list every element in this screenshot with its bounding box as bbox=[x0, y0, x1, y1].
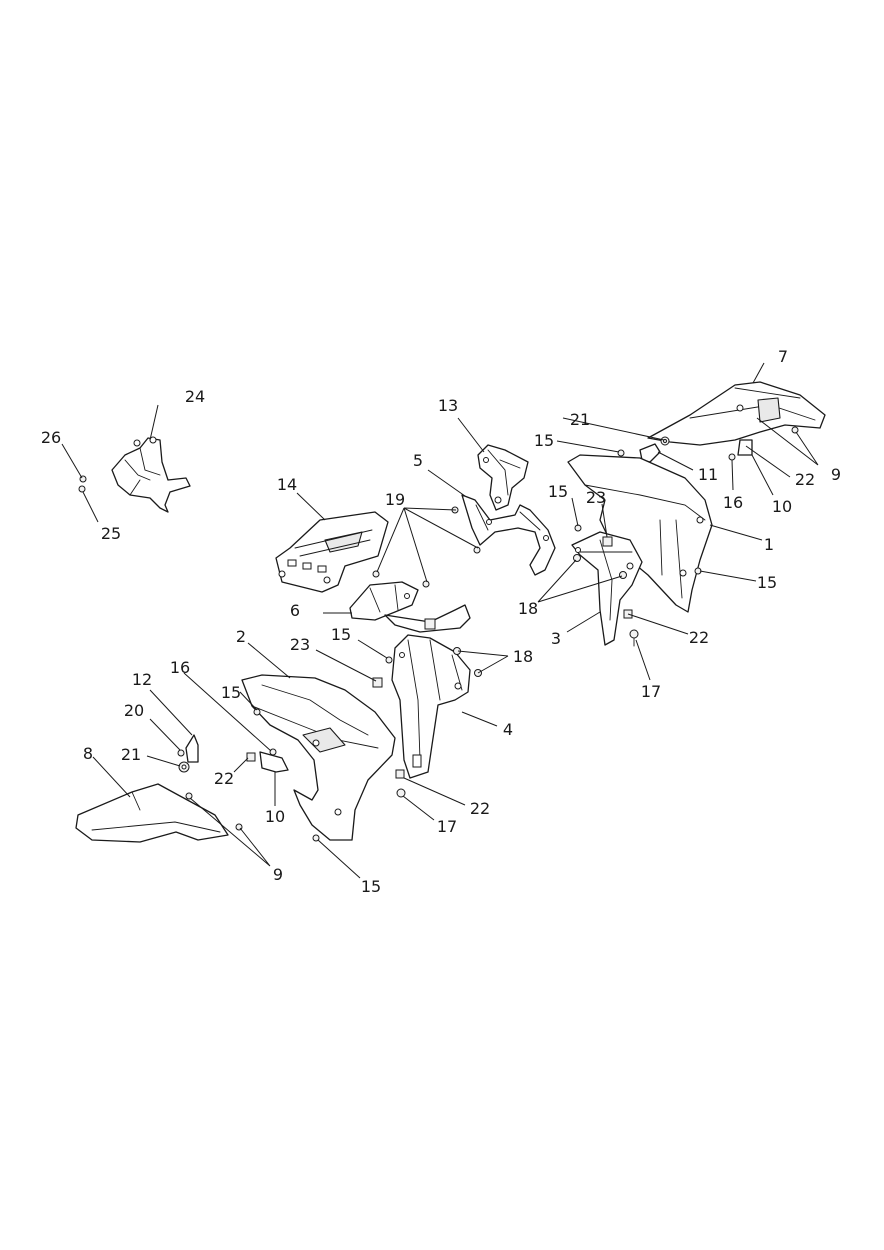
callout-22-right-bottom: 22 bbox=[689, 628, 709, 647]
part-4-duct bbox=[391, 634, 471, 779]
part-14-vent-panel bbox=[275, 511, 389, 593]
callout-25: 25 bbox=[101, 524, 121, 543]
callout-13: 13 bbox=[438, 396, 458, 415]
part-3-inner-panel bbox=[571, 531, 643, 646]
fastener-15-right-top bbox=[617, 449, 625, 457]
part-13-bracket bbox=[477, 444, 529, 511]
fastener-15-left-a bbox=[253, 708, 261, 716]
leader-lines bbox=[61, 362, 819, 879]
fastener-19-group bbox=[372, 506, 481, 588]
bracket-12 bbox=[185, 734, 199, 763]
fastener-18-right bbox=[573, 554, 627, 579]
callout-15-right-small: 15 bbox=[548, 482, 568, 501]
part-7-upper-panel bbox=[647, 381, 826, 446]
part-2-side-fairing bbox=[241, 674, 396, 841]
callout-18-right: 18 bbox=[518, 599, 538, 618]
callout-17-center: 17 bbox=[437, 817, 457, 836]
clip-10-right bbox=[728, 439, 753, 461]
callout-19: 19 bbox=[385, 490, 405, 509]
fastener-16-left bbox=[269, 748, 277, 756]
callout-14: 14 bbox=[277, 475, 297, 494]
callout-4: 4 bbox=[503, 720, 513, 739]
fastener-15-center bbox=[385, 656, 393, 664]
clip-10-left bbox=[259, 751, 289, 773]
callout-9-left: 9 bbox=[273, 865, 283, 884]
bolt-17-right bbox=[629, 629, 639, 647]
part-24-bracket bbox=[111, 436, 191, 513]
callout-11: 11 bbox=[698, 465, 718, 484]
part-5-frame-bracket bbox=[461, 494, 556, 576]
callout-10-left: 10 bbox=[265, 807, 285, 826]
callout-6: 6 bbox=[290, 601, 300, 620]
callout-20: 20 bbox=[124, 701, 144, 720]
callout-5: 5 bbox=[413, 451, 423, 470]
fastener-23-center bbox=[372, 677, 383, 688]
fastener-25 bbox=[78, 485, 86, 493]
callout-21-left: 21 bbox=[121, 745, 141, 764]
callout-2: 2 bbox=[236, 627, 246, 646]
callout-22-left: 22 bbox=[214, 769, 234, 788]
callout-24: 24 bbox=[185, 387, 205, 406]
fastener-21-left bbox=[178, 761, 190, 773]
callout-12: 12 bbox=[132, 670, 152, 689]
callout-15-center: 15 bbox=[331, 625, 351, 644]
bolt-17-center bbox=[396, 788, 406, 798]
fastener-21-right bbox=[660, 436, 670, 446]
callout-18-center: 18 bbox=[513, 647, 533, 666]
part-1-side-fairing bbox=[567, 454, 713, 613]
callout-21-right: 21 bbox=[570, 410, 590, 429]
fastener-22-center bbox=[395, 769, 405, 779]
callout-22-right-top: 22 bbox=[795, 470, 815, 489]
callout-8: 8 bbox=[83, 744, 93, 763]
callout-10-right: 10 bbox=[772, 497, 792, 516]
part-8-lower-panel bbox=[75, 783, 229, 843]
callout-22-center: 22 bbox=[470, 799, 490, 818]
callout-23-right: 23 bbox=[586, 488, 606, 507]
callout-labels: 24 26 25 14 13 5 19 21 15 7 9 11 22 16 1… bbox=[41, 347, 841, 896]
fastener-20 bbox=[177, 749, 185, 757]
callout-16-left: 16 bbox=[170, 658, 190, 677]
fastener-18-center bbox=[453, 647, 482, 677]
callout-15-left-b: 15 bbox=[361, 877, 381, 896]
part-6-stay-bracket bbox=[349, 581, 471, 633]
callout-15-right-mid: 15 bbox=[757, 573, 777, 592]
callout-15-right-top: 15 bbox=[534, 431, 554, 450]
fastener-9-left bbox=[185, 792, 243, 831]
callout-3: 3 bbox=[551, 629, 561, 648]
callout-1: 1 bbox=[764, 535, 774, 554]
fastener-22-left bbox=[246, 752, 256, 762]
fastener-23-right bbox=[602, 536, 613, 547]
callout-16-right: 16 bbox=[723, 493, 743, 512]
callout-26: 26 bbox=[41, 428, 61, 447]
callout-15-left-a: 15 bbox=[221, 683, 241, 702]
callout-7: 7 bbox=[778, 347, 788, 366]
callout-23-center: 23 bbox=[290, 635, 310, 654]
callout-17-right: 17 bbox=[641, 682, 661, 701]
callout-9-right: 9 bbox=[831, 465, 841, 484]
fastener-9-right bbox=[791, 426, 799, 434]
fastener-15-left-b bbox=[312, 834, 320, 842]
